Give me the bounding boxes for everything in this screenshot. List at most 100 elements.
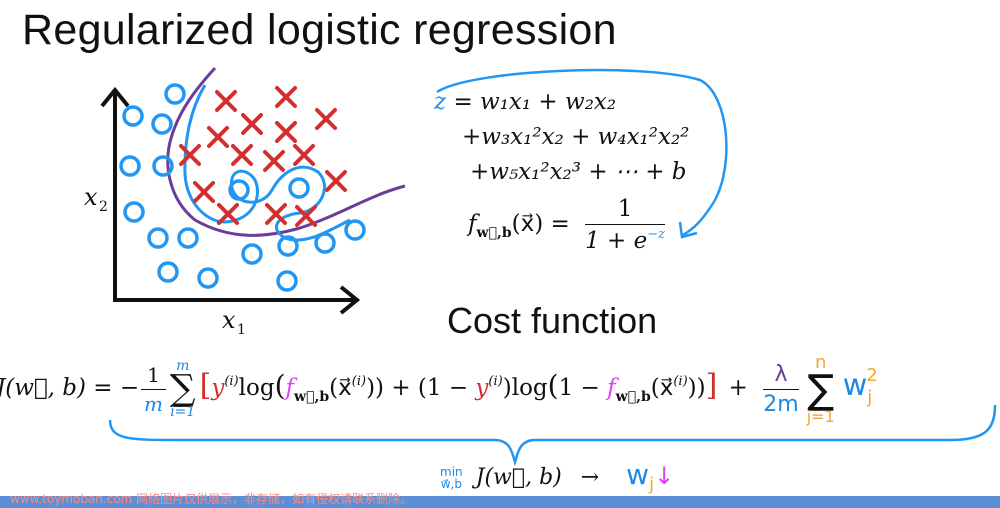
o-marker: [276, 270, 298, 292]
x-axis-label: x: [222, 306, 236, 334]
lambda-fraction: λ 2m: [763, 362, 799, 417]
o-marker: [119, 155, 141, 177]
f-term-2: f: [607, 375, 616, 401]
x-marker: [241, 113, 263, 135]
x-marker: [231, 144, 253, 166]
x-arg-close-1: ): [366, 375, 376, 401]
o-marker: [164, 83, 186, 105]
f-subscript: w⃗,b: [476, 225, 512, 241]
o-marker: [157, 261, 179, 283]
sigmoid-equation: fw⃗,b(x⃗) = 1 1 + e−z: [468, 196, 665, 254]
inverse-m-denominator: m: [144, 391, 164, 416]
positive-class-markers: [179, 86, 347, 227]
x-marker: [263, 150, 285, 172]
cost-lhs: J(w⃗, b) = −: [0, 375, 140, 401]
f-term-1: f: [285, 375, 295, 401]
o-marker: [152, 155, 174, 177]
w-term: w: [842, 368, 868, 403]
sigmoid-numerator: 1: [585, 196, 665, 225]
x-marker: [295, 205, 317, 227]
y-axis-arrow: [100, 86, 130, 108]
log-2: log: [511, 375, 548, 401]
f-symbol: f: [468, 211, 477, 237]
plot-axes: [100, 86, 361, 315]
watermark: www.toymoban.com 网络图片仅供展示，非存储，如有侵权请联系删除。: [10, 492, 413, 506]
min-label: min: [440, 465, 463, 479]
x-sup-1: (i): [351, 374, 367, 389]
f-argument: (x⃗) =: [511, 211, 570, 237]
cost-equation: J(w⃗, b) = − 1 m m ∑ i=1 [y(i)log(fw⃗,b(…: [0, 352, 878, 426]
z-line-2: +w₃x₁²x₂ + w₄x₁²x₂²: [462, 124, 690, 150]
cost-middle: ) + (1 −: [375, 375, 476, 401]
y-term-2: y: [475, 375, 489, 401]
o-marker: [197, 267, 219, 289]
min-arrow: →: [580, 465, 600, 490]
z-equation: z = w₁x₁ + w₂x₂ +w₃x₁²x₂ + w₄x₁²x₂² +w₅x…: [434, 85, 689, 190]
min-operator: min w⃗,b: [440, 466, 463, 490]
o-marker: [122, 105, 144, 127]
x-marker: [293, 144, 315, 166]
x-marker: [217, 203, 239, 225]
lambda: λ: [763, 362, 799, 390]
z-annotation-arrow: [436, 68, 728, 237]
negative-class-markers: [119, 83, 366, 292]
x-arg-1: (x⃗: [329, 375, 352, 401]
decision-boundary-purple: [166, 66, 406, 237]
x-marker: [215, 90, 237, 112]
min-sub: w⃗,b: [440, 477, 462, 491]
o-marker: [314, 232, 336, 254]
bottom-bar: [0, 496, 1000, 508]
x-marker: [179, 144, 201, 166]
sum-2-top: n: [814, 352, 827, 373]
sigmoid-denominator: 1 + e−z: [585, 225, 665, 254]
o-marker: [123, 201, 145, 223]
y-axis-label-sub: 2: [99, 199, 108, 215]
o-marker: [288, 177, 310, 199]
y-sup-2: (i): [488, 374, 503, 389]
z-symbol: z: [434, 89, 447, 115]
denominator-base: 1 + e: [585, 228, 648, 254]
y-sup-1: (i): [224, 374, 239, 389]
f-sub-2: w⃗,b: [615, 389, 651, 405]
sum-1: m ∑ i=1: [170, 358, 196, 420]
inverse-m-numerator: 1: [141, 363, 166, 390]
o-marker: [147, 227, 169, 249]
x-marker: [193, 181, 215, 203]
bracket-close: ]: [705, 368, 718, 403]
o-marker: [344, 219, 366, 241]
bracket-open: [: [199, 368, 212, 403]
min-w-sub: j: [649, 474, 655, 495]
x-marker: [265, 203, 287, 225]
x-marker: [315, 108, 337, 130]
x-marker: [207, 126, 229, 148]
cost-function-title: Cost function: [447, 300, 658, 341]
sum-1-bottom: i=1: [170, 404, 196, 420]
sum-2: n ∑ j=1: [807, 352, 835, 426]
plus-sign: +: [728, 375, 748, 401]
f-sub-1: w⃗,b: [294, 389, 330, 405]
x-marker: [275, 121, 297, 143]
two-m: 2m: [763, 391, 799, 417]
down-arrow-icon: ↓: [654, 462, 675, 490]
o-marker: [277, 235, 299, 257]
z-line-3: +w₅x₁²x₂³ + ⋯ + b: [470, 159, 687, 185]
log-1: log: [238, 375, 275, 401]
min-w-term: w: [626, 458, 650, 491]
x-arg-2: (x⃗: [650, 375, 674, 401]
z-annotation-arrowhead: [678, 221, 698, 239]
y-term-1: y: [211, 375, 225, 401]
sum-1-top: m: [176, 358, 190, 374]
x-marker: [325, 170, 347, 192]
sum-2-bottom: j=1: [806, 407, 835, 426]
o-marker: [241, 243, 263, 265]
min-expr: J(w⃗, b): [475, 465, 562, 490]
denominator-exponent: −z: [647, 227, 665, 242]
sigmoid-fraction: 1 1 + e−z: [585, 196, 665, 254]
o-marker: [177, 227, 199, 249]
underbrace: [108, 404, 997, 467]
x-marker: [275, 86, 297, 108]
x-axis-arrow: [339, 285, 361, 315]
z-line-1: = w₁x₁ + w₂x₂: [453, 89, 617, 115]
o-marker: [151, 113, 173, 135]
